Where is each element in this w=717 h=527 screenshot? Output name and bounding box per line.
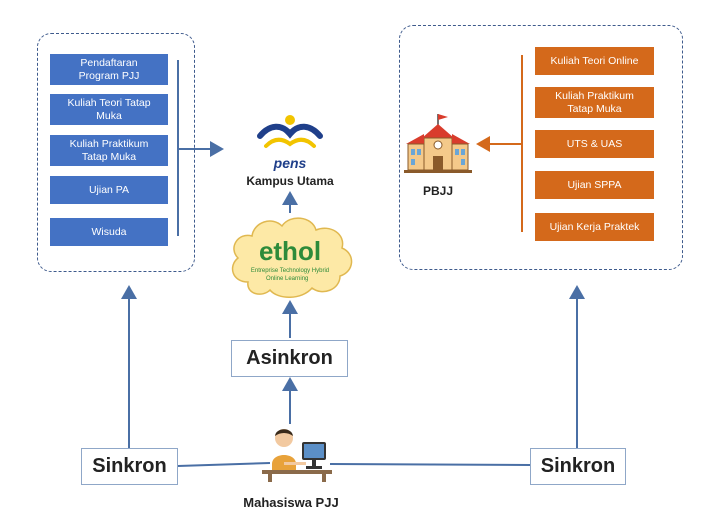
- kampus-item-wisuda: Wisuda: [50, 218, 168, 246]
- kampus-group: [37, 33, 195, 272]
- ethol-cloud-shape: [231, 217, 353, 298]
- kampus-item-kuliah-teori: Kuliah Teori Tatap Muka: [50, 94, 168, 125]
- pbjj-item-kuliah-praktikum: Kuliah Praktikum Tatap Muka: [535, 87, 654, 118]
- asinkron-box: Asinkron: [231, 340, 348, 377]
- pens-logo-dot: [285, 115, 295, 125]
- pens-logo-wave-2: [264, 137, 316, 148]
- pbjj-item-uts-uas: UTS & UAS: [535, 130, 654, 158]
- sinkron-left-line: [177, 462, 271, 467]
- pens-logo-wave: [257, 123, 323, 139]
- school-building-icon: [404, 114, 472, 173]
- mahasiswa-label: Mahasiswa PJJ: [243, 495, 339, 510]
- pbjj-label: PBJJ: [422, 184, 454, 198]
- student-computer-icon: [262, 429, 332, 482]
- kampus-item-pendaftaran: Pendaftaran Program PJJ: [50, 54, 168, 85]
- ethol-tagline-2: Online Learning: [266, 276, 308, 282]
- sinkron-left-box: Sinkron: [81, 448, 178, 485]
- pbjj-item-kuliah-teori-online: Kuliah Teori Online: [535, 47, 654, 75]
- ethol-logo-text: ethol: [259, 236, 321, 266]
- kampus-label: Kampus Utama: [246, 174, 334, 188]
- sinkron-right-line: [329, 463, 531, 466]
- pens-logo-text: pens: [273, 155, 307, 171]
- ethol-cloud: ethol Entreprise Technology Hybrid Onlin…: [231, 217, 353, 298]
- kampus-item-kuliah-praktikum: Kuliah Praktikum Tatap Muka: [50, 135, 168, 166]
- pbjj-item-ujian-kerja-praktek: Ujian Kerja Praktek: [535, 213, 654, 241]
- pbjj-group: [399, 25, 683, 270]
- pbjj-item-ujian-sppa: Ujian SPPA: [535, 171, 654, 199]
- kampus-item-ujian-pa: Ujian PA: [50, 176, 168, 204]
- sinkron-right-box: Sinkron: [530, 448, 626, 485]
- pens-logo: pens: [257, 115, 323, 171]
- ethol-tagline-1: Entreprise Technology Hybrid: [251, 268, 329, 274]
